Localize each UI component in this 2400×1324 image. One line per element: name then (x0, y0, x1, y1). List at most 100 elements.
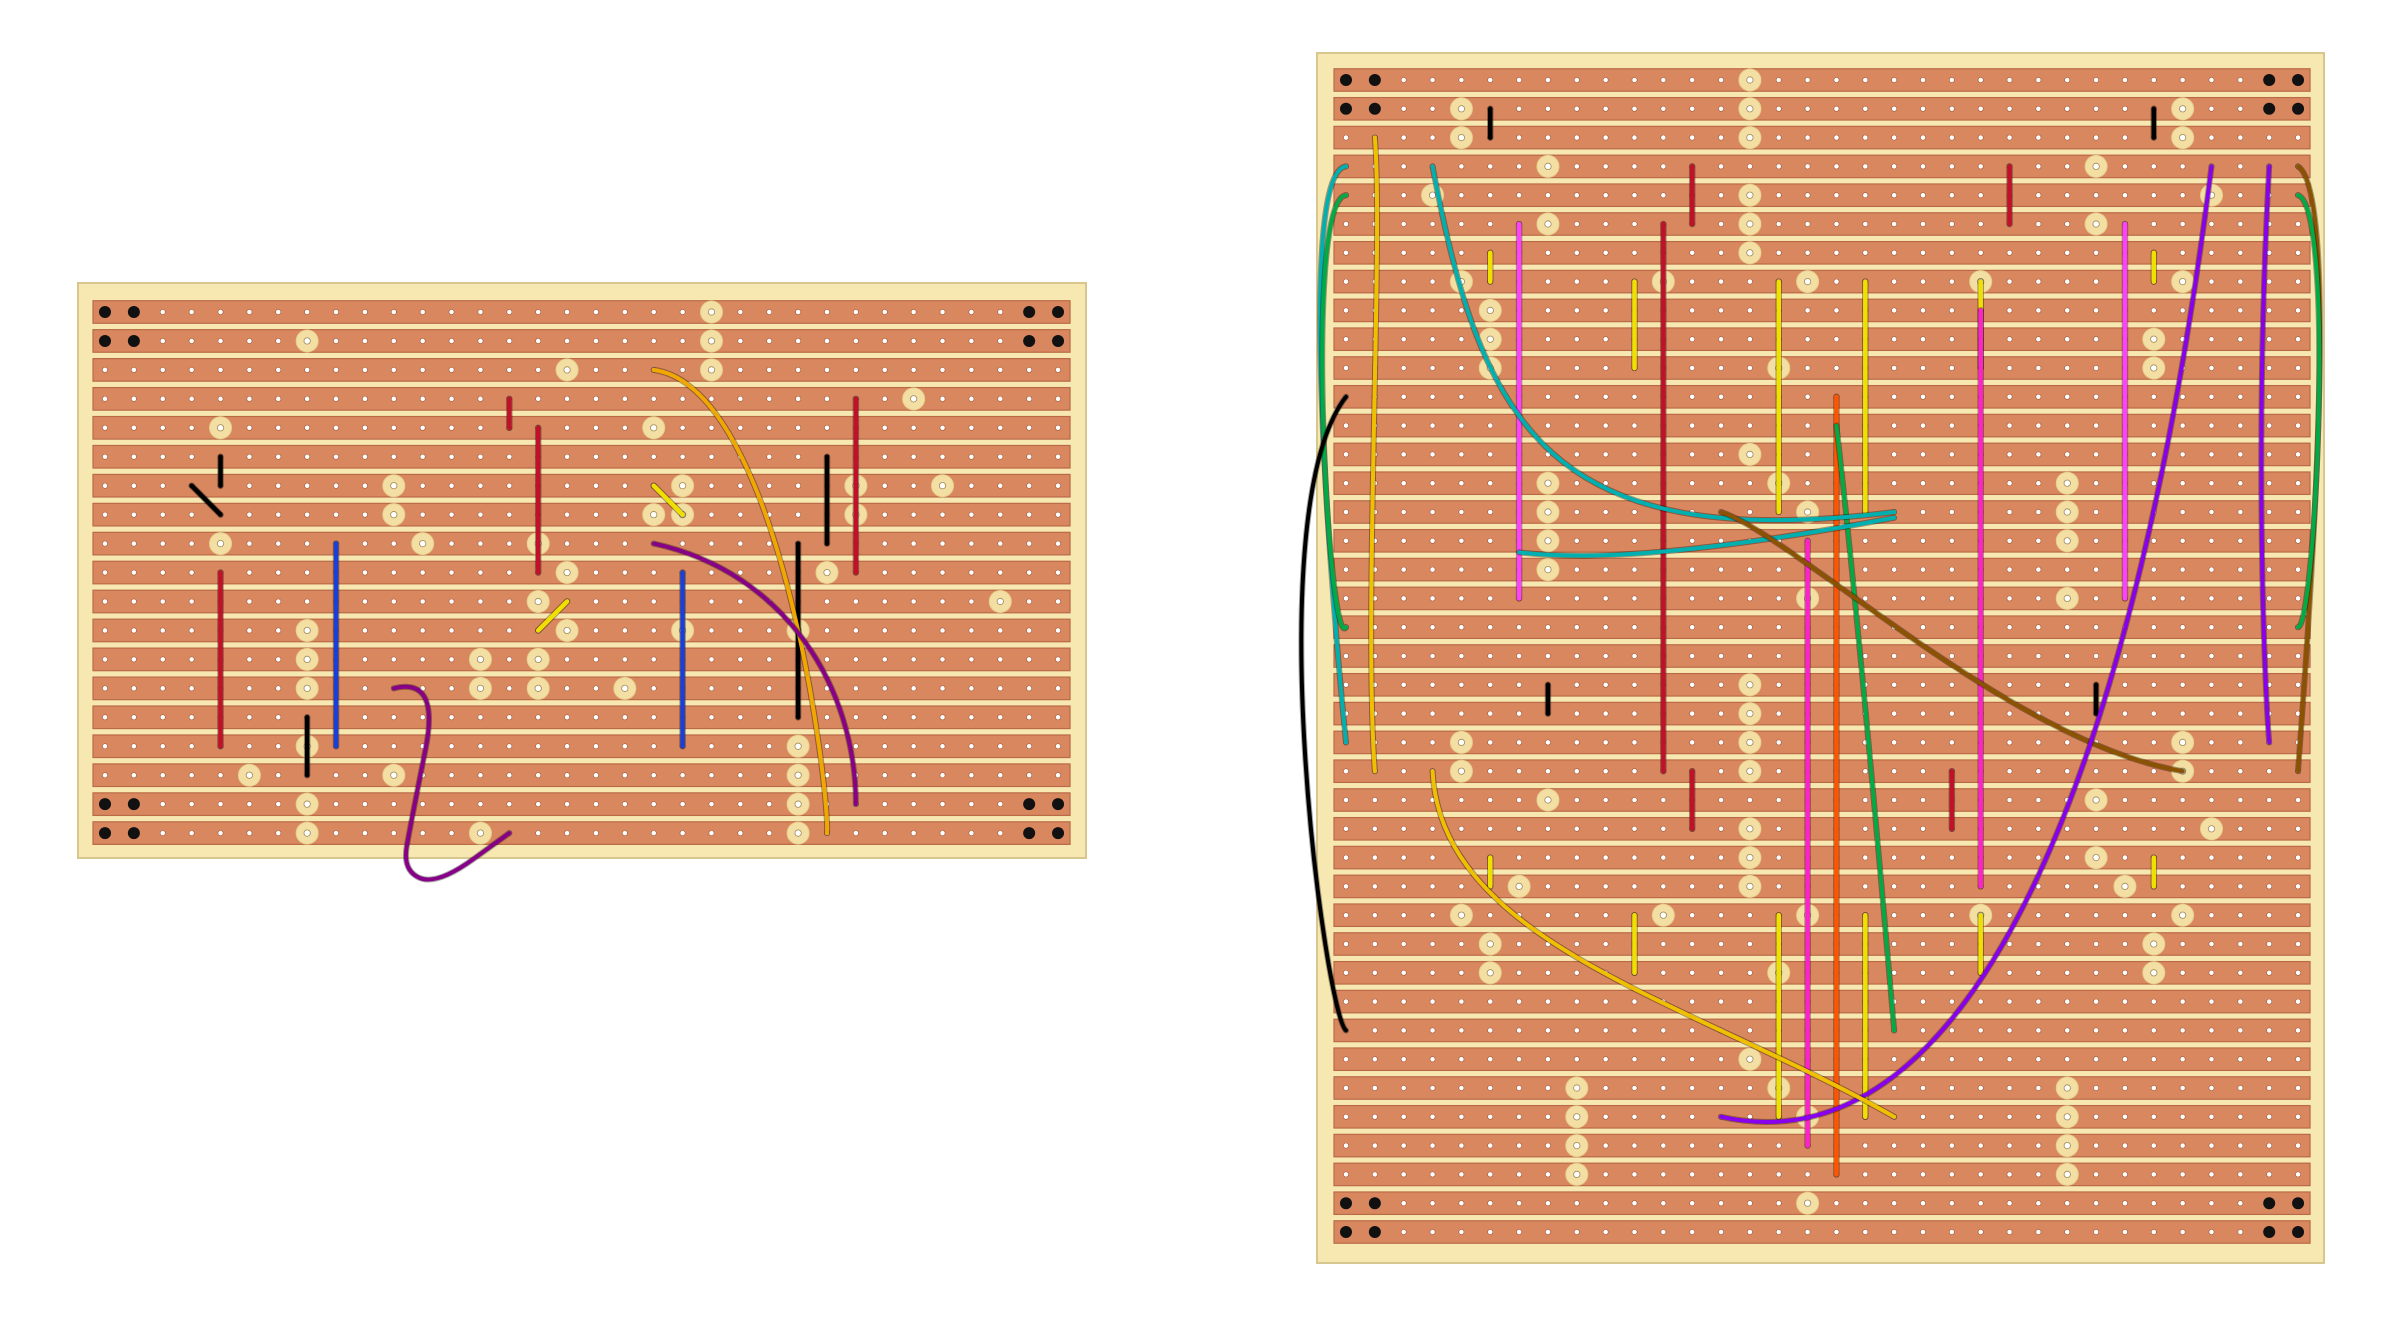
hole (2295, 854, 2301, 861)
hole (1689, 1056, 1696, 1063)
hole (824, 395, 830, 402)
hole (1458, 163, 1465, 170)
hole (275, 338, 282, 344)
hole (1891, 336, 1898, 343)
hole (2006, 969, 2013, 976)
hole (159, 598, 166, 605)
hole (593, 453, 599, 460)
hole (1891, 797, 1898, 803)
hole (1343, 422, 1349, 429)
hole (1371, 1113, 1378, 1120)
hole (1948, 969, 1955, 976)
hole (737, 743, 744, 750)
hole (1948, 278, 1955, 285)
hole (362, 511, 368, 518)
hole (1487, 1056, 1494, 1063)
hole (1400, 422, 1407, 429)
hole (2179, 221, 2186, 227)
hole (1689, 681, 1696, 688)
hole (2266, 941, 2273, 947)
hole (1400, 1229, 1407, 1235)
hole (1458, 249, 1465, 256)
hole (1920, 307, 1926, 314)
hole (2035, 249, 2042, 256)
hole (159, 453, 166, 460)
hole (910, 309, 917, 315)
hole (1718, 825, 1724, 832)
hole (621, 424, 628, 431)
pad-hole (303, 626, 311, 635)
hole (2093, 249, 2099, 256)
hole (1718, 451, 1724, 458)
hole (1400, 163, 1407, 170)
hole (1631, 739, 1638, 746)
pad-hole (390, 511, 398, 519)
hole (795, 424, 802, 431)
hole (2035, 77, 2042, 83)
hole (477, 338, 484, 344)
hole (939, 801, 946, 808)
hole (881, 424, 888, 431)
hole (1487, 1085, 1494, 1091)
hole (1055, 743, 1061, 750)
hole (2266, 912, 2273, 919)
hole (1862, 537, 1869, 544)
hole (881, 395, 888, 402)
hole (2208, 969, 2215, 976)
hole (1487, 825, 1494, 832)
hole (881, 830, 888, 836)
hole (1429, 1142, 1436, 1149)
hole (2237, 249, 2244, 256)
hole (2006, 998, 2013, 1005)
hole (1602, 451, 1609, 458)
hole (2208, 854, 2215, 861)
hole (246, 801, 253, 808)
hole (419, 424, 426, 431)
hole (275, 685, 282, 692)
hole (2179, 797, 2186, 803)
hole (1948, 451, 1955, 458)
hole (275, 656, 282, 663)
hole (1631, 1027, 1638, 1034)
hole (1891, 105, 1898, 112)
hole (1775, 163, 1782, 170)
hole (188, 424, 195, 431)
hole (1920, 1027, 1926, 1034)
hole (1400, 768, 1407, 775)
hole (1573, 451, 1580, 458)
link-wire (535, 599, 570, 633)
hole (1631, 797, 1638, 803)
hole (2035, 451, 2042, 458)
hole (1545, 77, 1551, 83)
hole (1631, 192, 1638, 199)
mounting-hole (99, 334, 111, 347)
hole (997, 453, 1004, 460)
hole (2295, 422, 2301, 429)
hole (130, 395, 137, 402)
hole (362, 569, 368, 576)
hole (708, 656, 715, 663)
hole (1573, 163, 1580, 170)
hole (1920, 883, 1926, 890)
hole (881, 598, 888, 605)
hole (1400, 624, 1407, 631)
pad-hole (1573, 1113, 1581, 1121)
copper-strip (92, 473, 1071, 498)
hole (1026, 366, 1033, 373)
hole (1055, 685, 1061, 692)
hole (1602, 509, 1609, 515)
hole (2237, 105, 2244, 112)
hole (997, 511, 1004, 518)
hole (1516, 105, 1522, 112)
pad-hole (534, 597, 542, 606)
hole (1747, 480, 1753, 487)
hole (2295, 969, 2301, 976)
hole (1026, 424, 1033, 431)
hole (1458, 653, 1465, 659)
hole (824, 309, 830, 315)
hole (2179, 825, 2186, 832)
hole (910, 366, 917, 373)
hole (1055, 511, 1061, 518)
hole (1948, 1056, 1955, 1063)
hole (2064, 336, 2071, 343)
